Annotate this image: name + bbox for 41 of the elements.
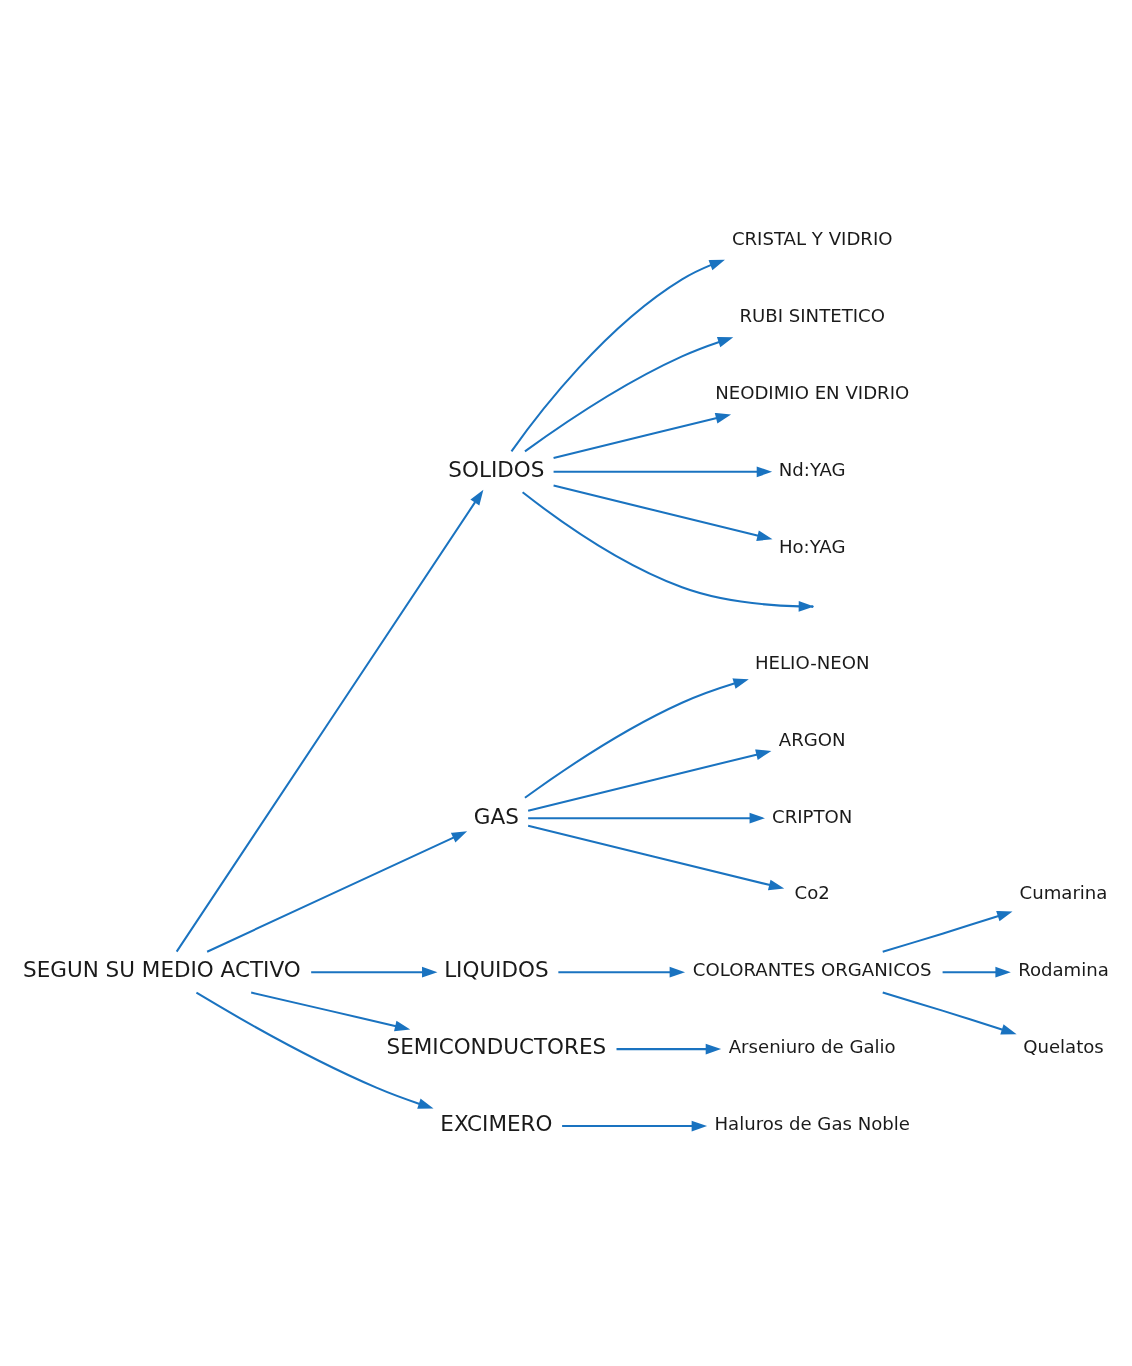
node-text: GAS <box>473 803 519 829</box>
node-text: Co2 <box>794 881 830 903</box>
node-text: Ho:YAG <box>778 535 846 557</box>
node-text: SEMICONDUCTORES <box>386 1033 607 1059</box>
node-text: Nd:YAG <box>778 458 846 480</box>
node-text: Rodamina <box>1018 958 1109 980</box>
node-text: Arseniuro de Galio <box>728 1035 896 1057</box>
node-text: Cumarina <box>1019 881 1108 903</box>
arrow <box>195 991 434 1109</box>
node-text: HELIO-NEON <box>754 651 870 673</box>
arrow <box>527 824 785 890</box>
arrow <box>528 812 765 824</box>
arrow <box>524 677 749 799</box>
arrow <box>524 336 734 452</box>
arrow <box>562 1120 708 1131</box>
arrow <box>616 1043 722 1055</box>
node-text: CRIPTON <box>772 805 853 826</box>
arrow <box>250 991 411 1031</box>
arrow <box>882 991 1017 1035</box>
arrow <box>206 830 468 953</box>
node-text: Haluros de Gas Noble <box>714 1112 910 1134</box>
node-text: SOLIDOS <box>448 456 545 482</box>
node-text: RUBI SINTETICO <box>739 304 885 326</box>
arrow <box>510 259 725 452</box>
node-text: EXCIMERO <box>440 1110 553 1136</box>
node-text: COLORANTES ORGANICOS <box>692 958 932 980</box>
arrow <box>553 465 773 477</box>
arrow <box>527 748 772 812</box>
arrow <box>558 966 686 978</box>
node-text: NEODIMIO EN VIDRIO <box>715 381 910 403</box>
node-text: Quelatos <box>1023 1035 1104 1057</box>
node-text: CRISTAL Y VIDRIO <box>731 227 893 249</box>
arrow <box>942 966 1011 978</box>
arrow <box>175 489 484 952</box>
arrow <box>311 966 438 978</box>
node-text: SEGUN SU MEDIO ACTIVO <box>23 956 301 982</box>
arrow <box>553 412 732 459</box>
arrow <box>882 910 1013 953</box>
node-text: LIQUIDOS <box>444 956 549 982</box>
node-text: ARGON <box>778 728 846 750</box>
arrow <box>553 484 773 541</box>
